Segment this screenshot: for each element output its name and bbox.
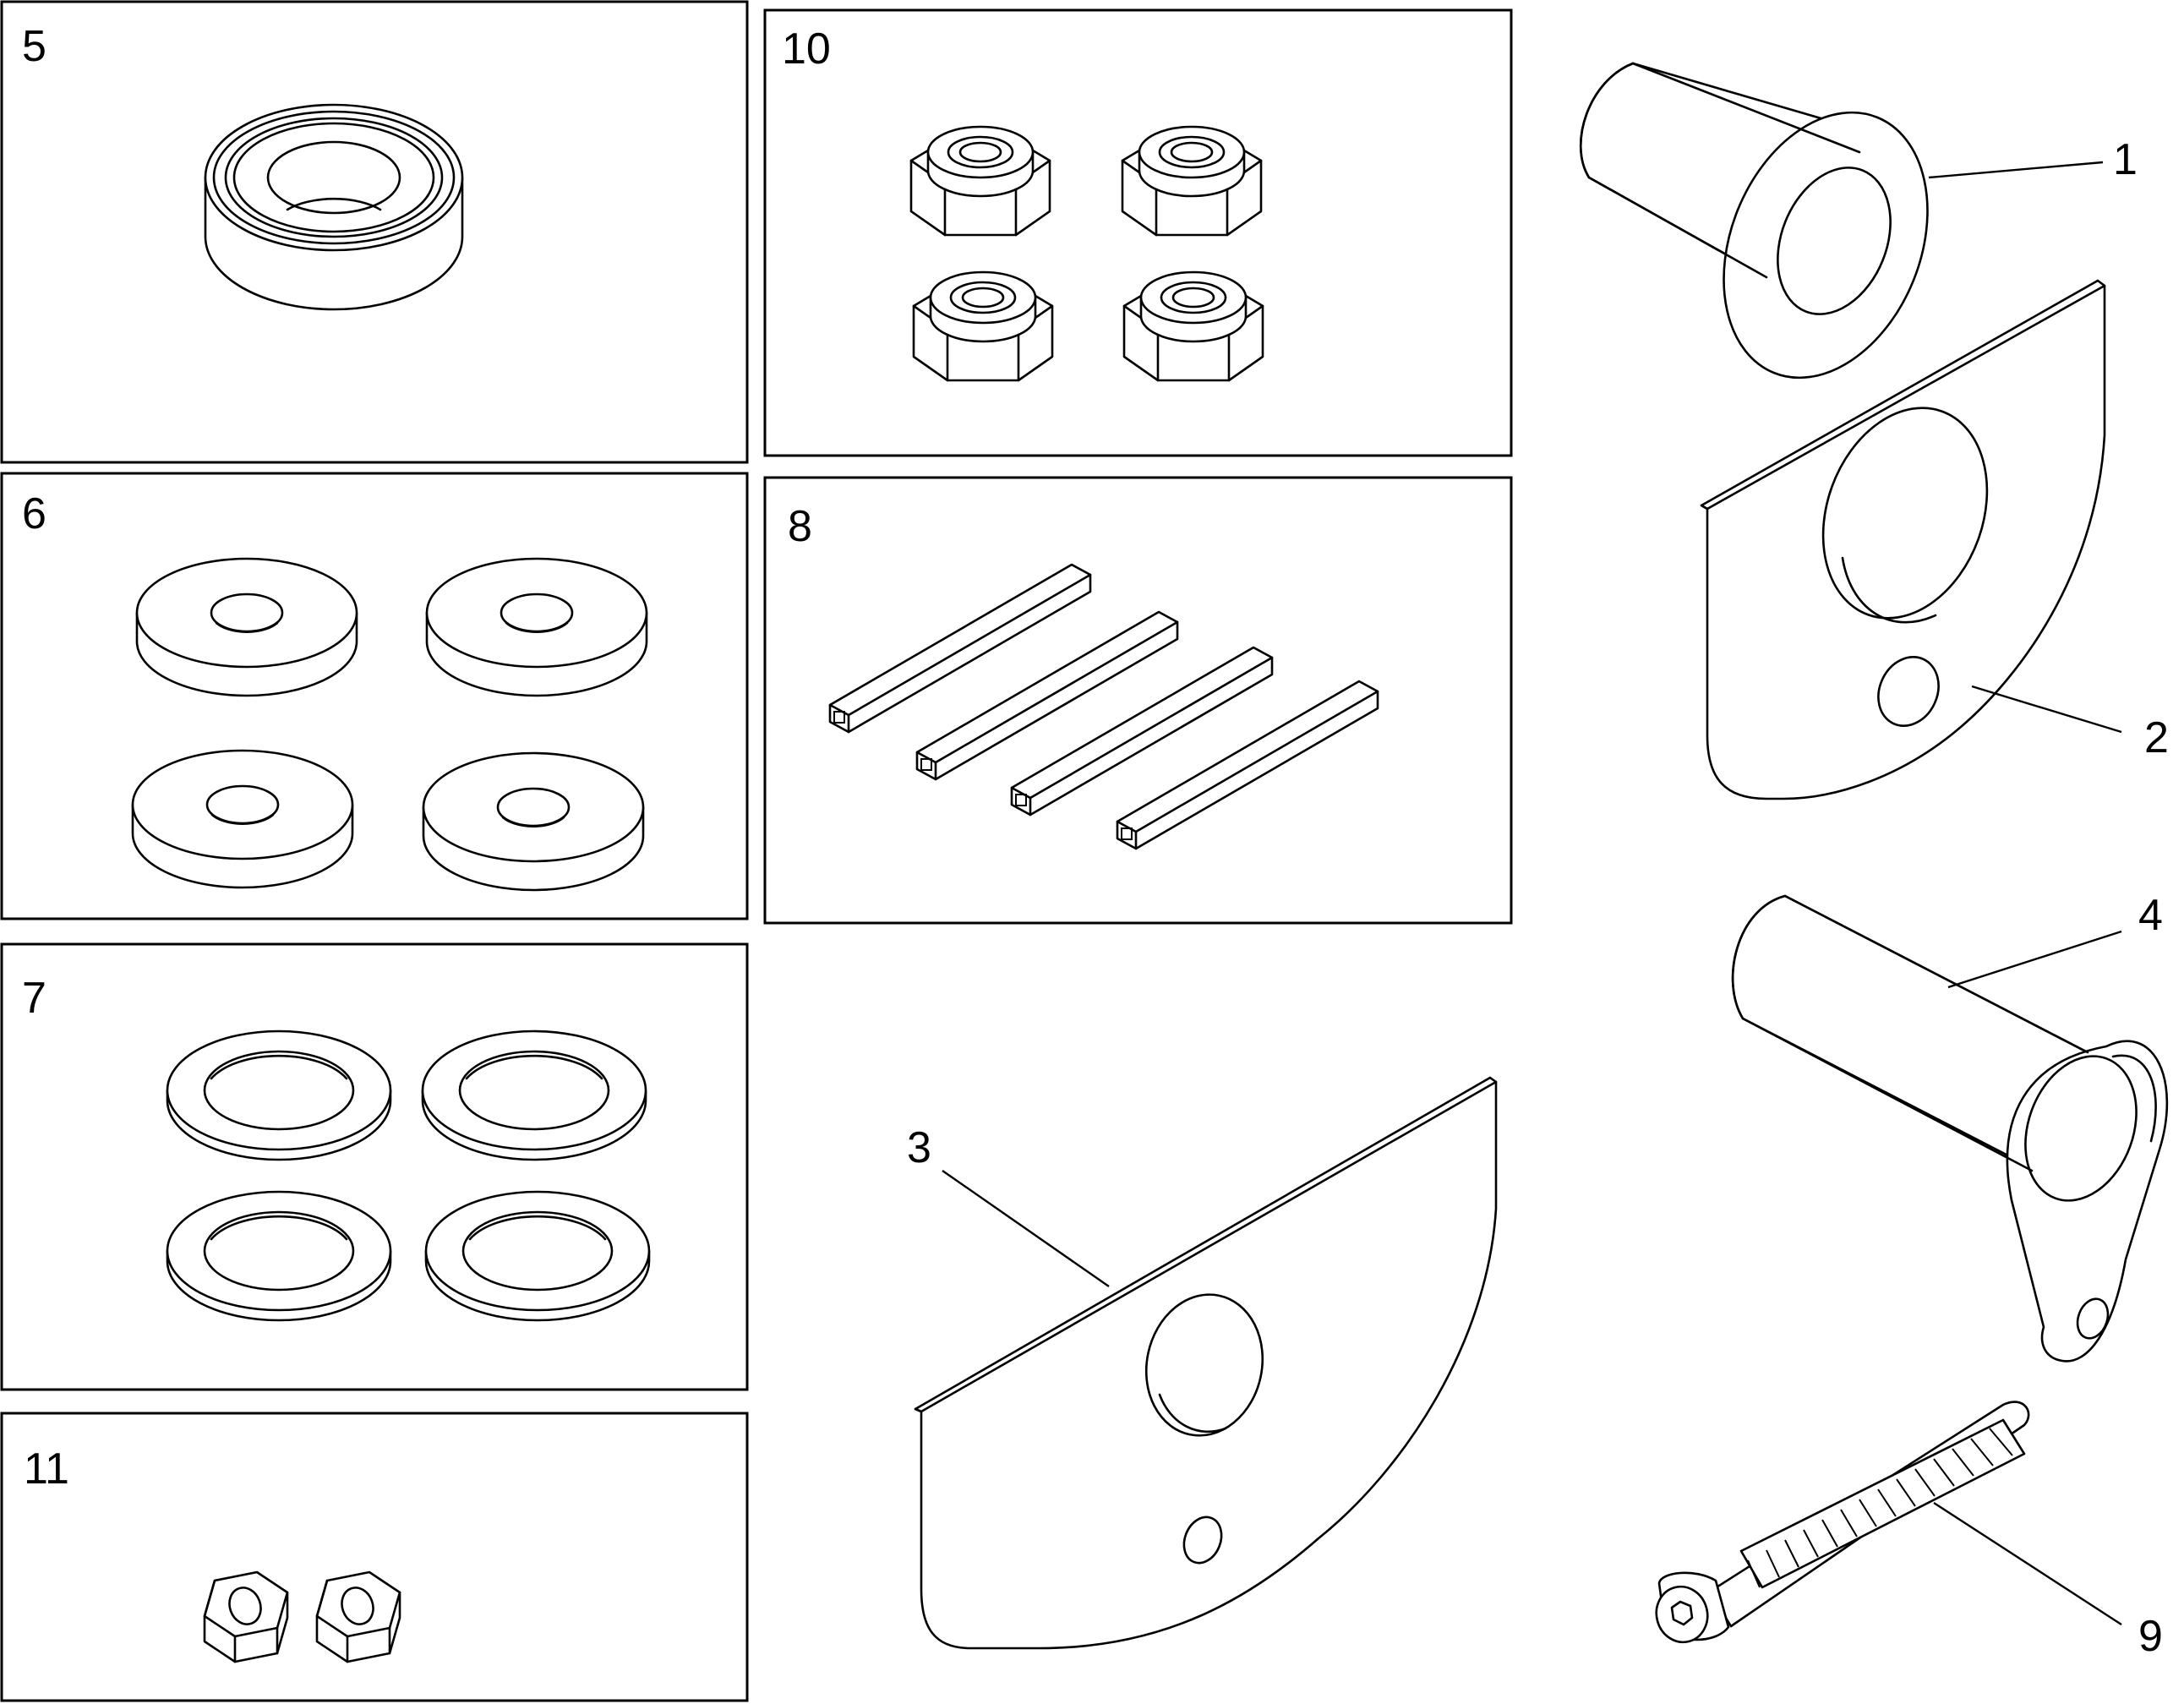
leader-line-9 <box>1933 1501 2122 1626</box>
spacer-washer-icon <box>422 751 645 892</box>
flat-washer-icon <box>424 1190 651 1322</box>
nylock-nut-icon <box>912 270 1054 382</box>
callout-4-group: 4 <box>1947 891 2163 989</box>
callout-9: 9 <box>2138 1612 2163 1661</box>
leader-line-1 <box>1928 161 2104 179</box>
panel-item-11: 11 <box>0 1412 749 1702</box>
nylock-nut-icon <box>1121 125 1263 237</box>
callout-3-group: 3 <box>907 1123 1110 1287</box>
callout-7: 7 <box>22 974 46 1023</box>
panel-item-7: 7 <box>0 942 749 1391</box>
spacer-washer-icon <box>425 557 648 697</box>
hex-nut-icon <box>315 1570 401 1663</box>
nylock-nut-icon <box>1122 270 1264 382</box>
hex-nut-icon <box>203 1570 289 1663</box>
callout-11: 11 <box>24 1445 69 1494</box>
flat-washer-icon <box>166 1030 392 1161</box>
panel-item-10: 10 <box>763 8 1513 457</box>
panel-item-6: 6 <box>0 472 749 920</box>
callout-2-group: 2 <box>1971 685 2169 762</box>
ball-bearing-icon <box>204 103 464 311</box>
callout-3: 3 <box>907 1123 931 1172</box>
callout-6: 6 <box>22 489 46 538</box>
callout-9-group: 9 <box>1933 1501 2163 1661</box>
mounting-plate-icon <box>1700 279 2106 800</box>
pivot-arm-pin-icon <box>1731 894 2169 1363</box>
callout-2: 2 <box>2144 713 2169 762</box>
leader-line-4 <box>1947 930 2122 989</box>
leader-line-3 <box>942 1170 1110 1287</box>
panel-item-5: 5 <box>0 0 749 464</box>
panel-item-8: 8 <box>763 476 1513 925</box>
callout-5: 5 <box>22 22 46 71</box>
flat-washer-icon <box>421 1030 647 1161</box>
callout-1: 1 <box>2113 135 2138 184</box>
spacer-washer-icon <box>131 749 354 889</box>
callout-1-group: 1 <box>1928 135 2138 184</box>
flat-washer-icon <box>166 1190 392 1322</box>
mounting-plate-large-icon <box>914 1076 1498 1650</box>
callout-8: 8 <box>788 502 812 551</box>
flanged-bushing-icon <box>1579 62 1929 380</box>
nylock-nut-icon <box>909 125 1051 237</box>
callout-4: 4 <box>2138 891 2163 940</box>
callout-10: 10 <box>782 25 831 74</box>
button-head-bolt-icon <box>1655 1401 2030 1644</box>
spacer-washer-icon <box>135 557 358 697</box>
leader-line-2 <box>1971 685 2122 734</box>
bolt-threads <box>1747 1428 2013 1588</box>
